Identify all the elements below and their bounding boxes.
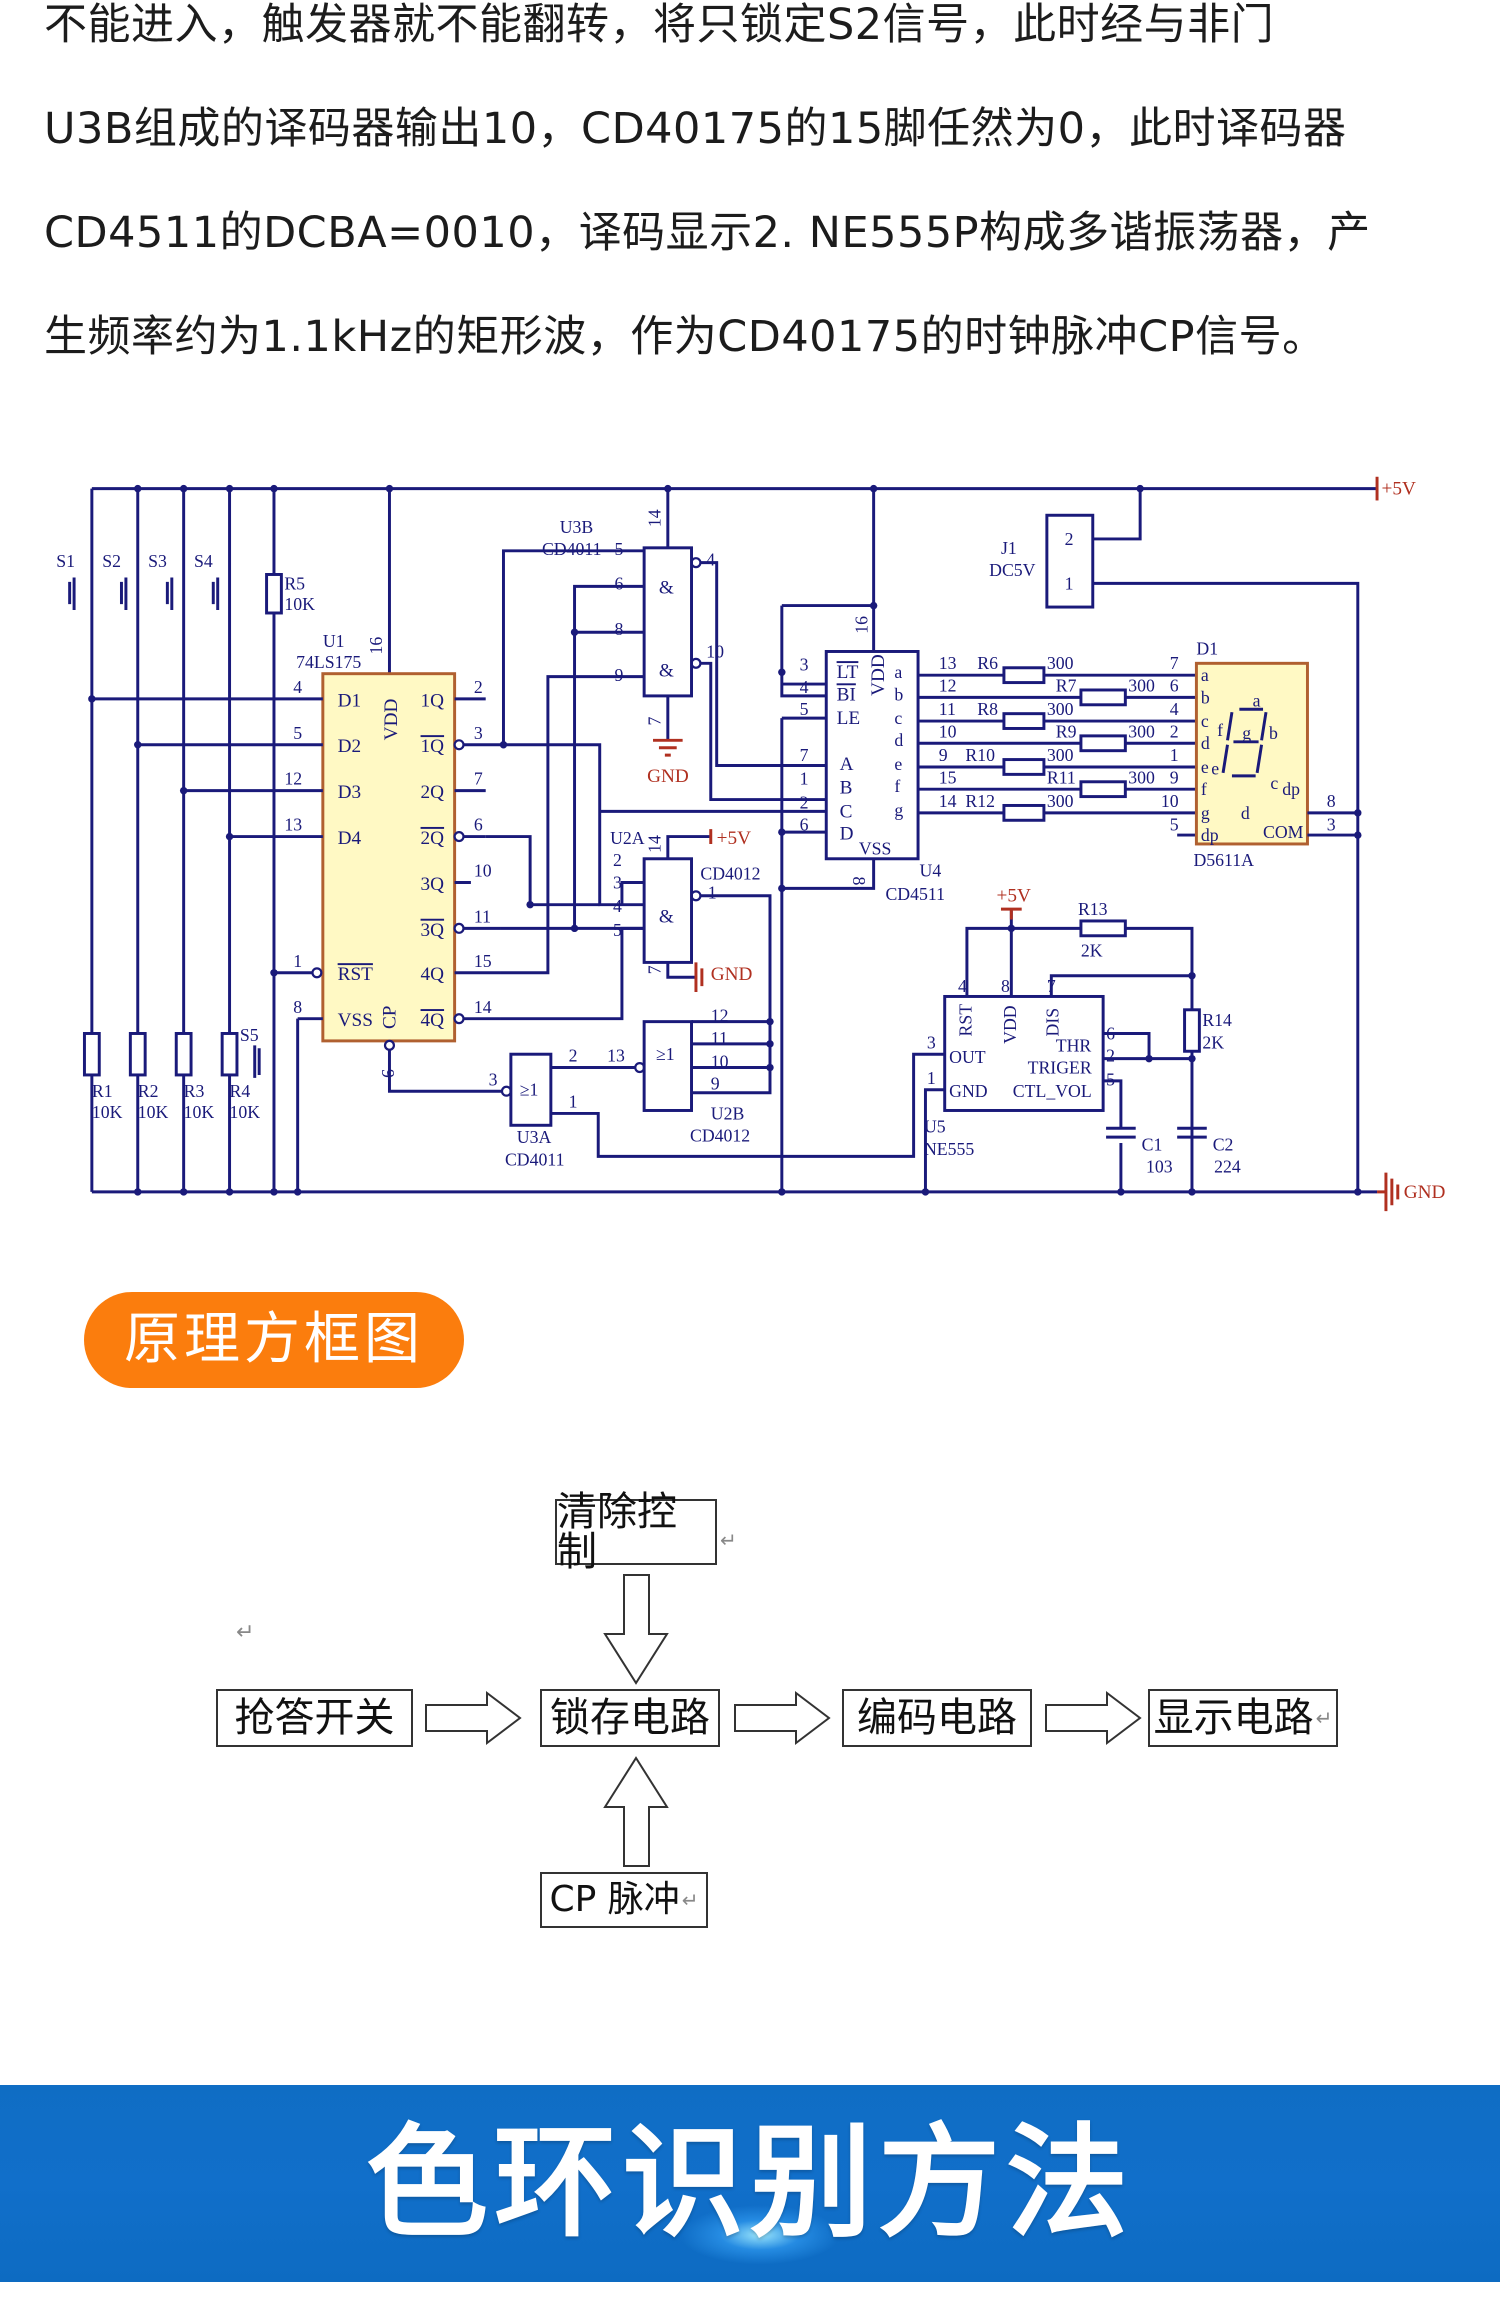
arrow-right-icon [734,1690,831,1746]
block-encode-circuit: 编码电路 [842,1689,1032,1747]
arrow-right-icon [1045,1690,1142,1746]
block-arrows [425,1574,1142,1867]
block-answer-switch: 抢答开关 [216,1689,413,1747]
block-cp-pulse: CP 脉冲 ↵ [540,1872,708,1928]
block-label: 清除控制 [557,1489,677,1575]
return-mark: ↵ [720,1528,737,1552]
arrow-up-icon [603,1756,669,1867]
return-mark: ↵ [236,1620,255,1645]
block-clear-control: 清除控制 [555,1492,717,1572]
section-heading-pill: 原理方框图 [84,1292,464,1388]
section-banner: 色环识别方法 [0,2085,1500,2282]
block-label: 锁存电路 [550,1695,710,1741]
block-label: 抢答开关 [234,1695,395,1741]
return-mark: ↵ [681,1888,699,1912]
description-paragraph: 不能进入，触发器就不能翻转，将只锁定S2信号，此时经与非门 U3B组成的译码器输… [44,0,1484,416]
arrow-right-icon [425,1690,522,1746]
block-label: 编码电路 [857,1695,1017,1741]
block-label: CP 脉冲 [549,1879,680,1920]
paragraph-line: 不能进入，触发器就不能翻转，将只锁定S2信号，此时经与非门 [44,0,1275,50]
banner-title: 色环识别方法 [366,2112,1134,2254]
return-mark: ↵ [1315,1706,1333,1730]
block-display-circuit: 显示电路 ↵ [1148,1689,1338,1747]
block-latch-circuit: 锁存电路 [540,1689,720,1747]
arrow-down-icon [603,1574,669,1685]
block-label: 显示电路 [1153,1695,1314,1741]
paragraph-line: 生频率约为1.1kHz的矩形波，作为CD40175的时钟脉冲CP信号。 [44,312,1326,362]
paragraph-line: U3B组成的译码器输出10，CD40175的15脚任然为0，此时译码器 [44,104,1347,154]
paragraph-line: CD4511的DCBA=0010，译码显示2. NE555P构成多谐振荡器，产 [44,208,1371,258]
banner-glow [680,2205,840,2265]
